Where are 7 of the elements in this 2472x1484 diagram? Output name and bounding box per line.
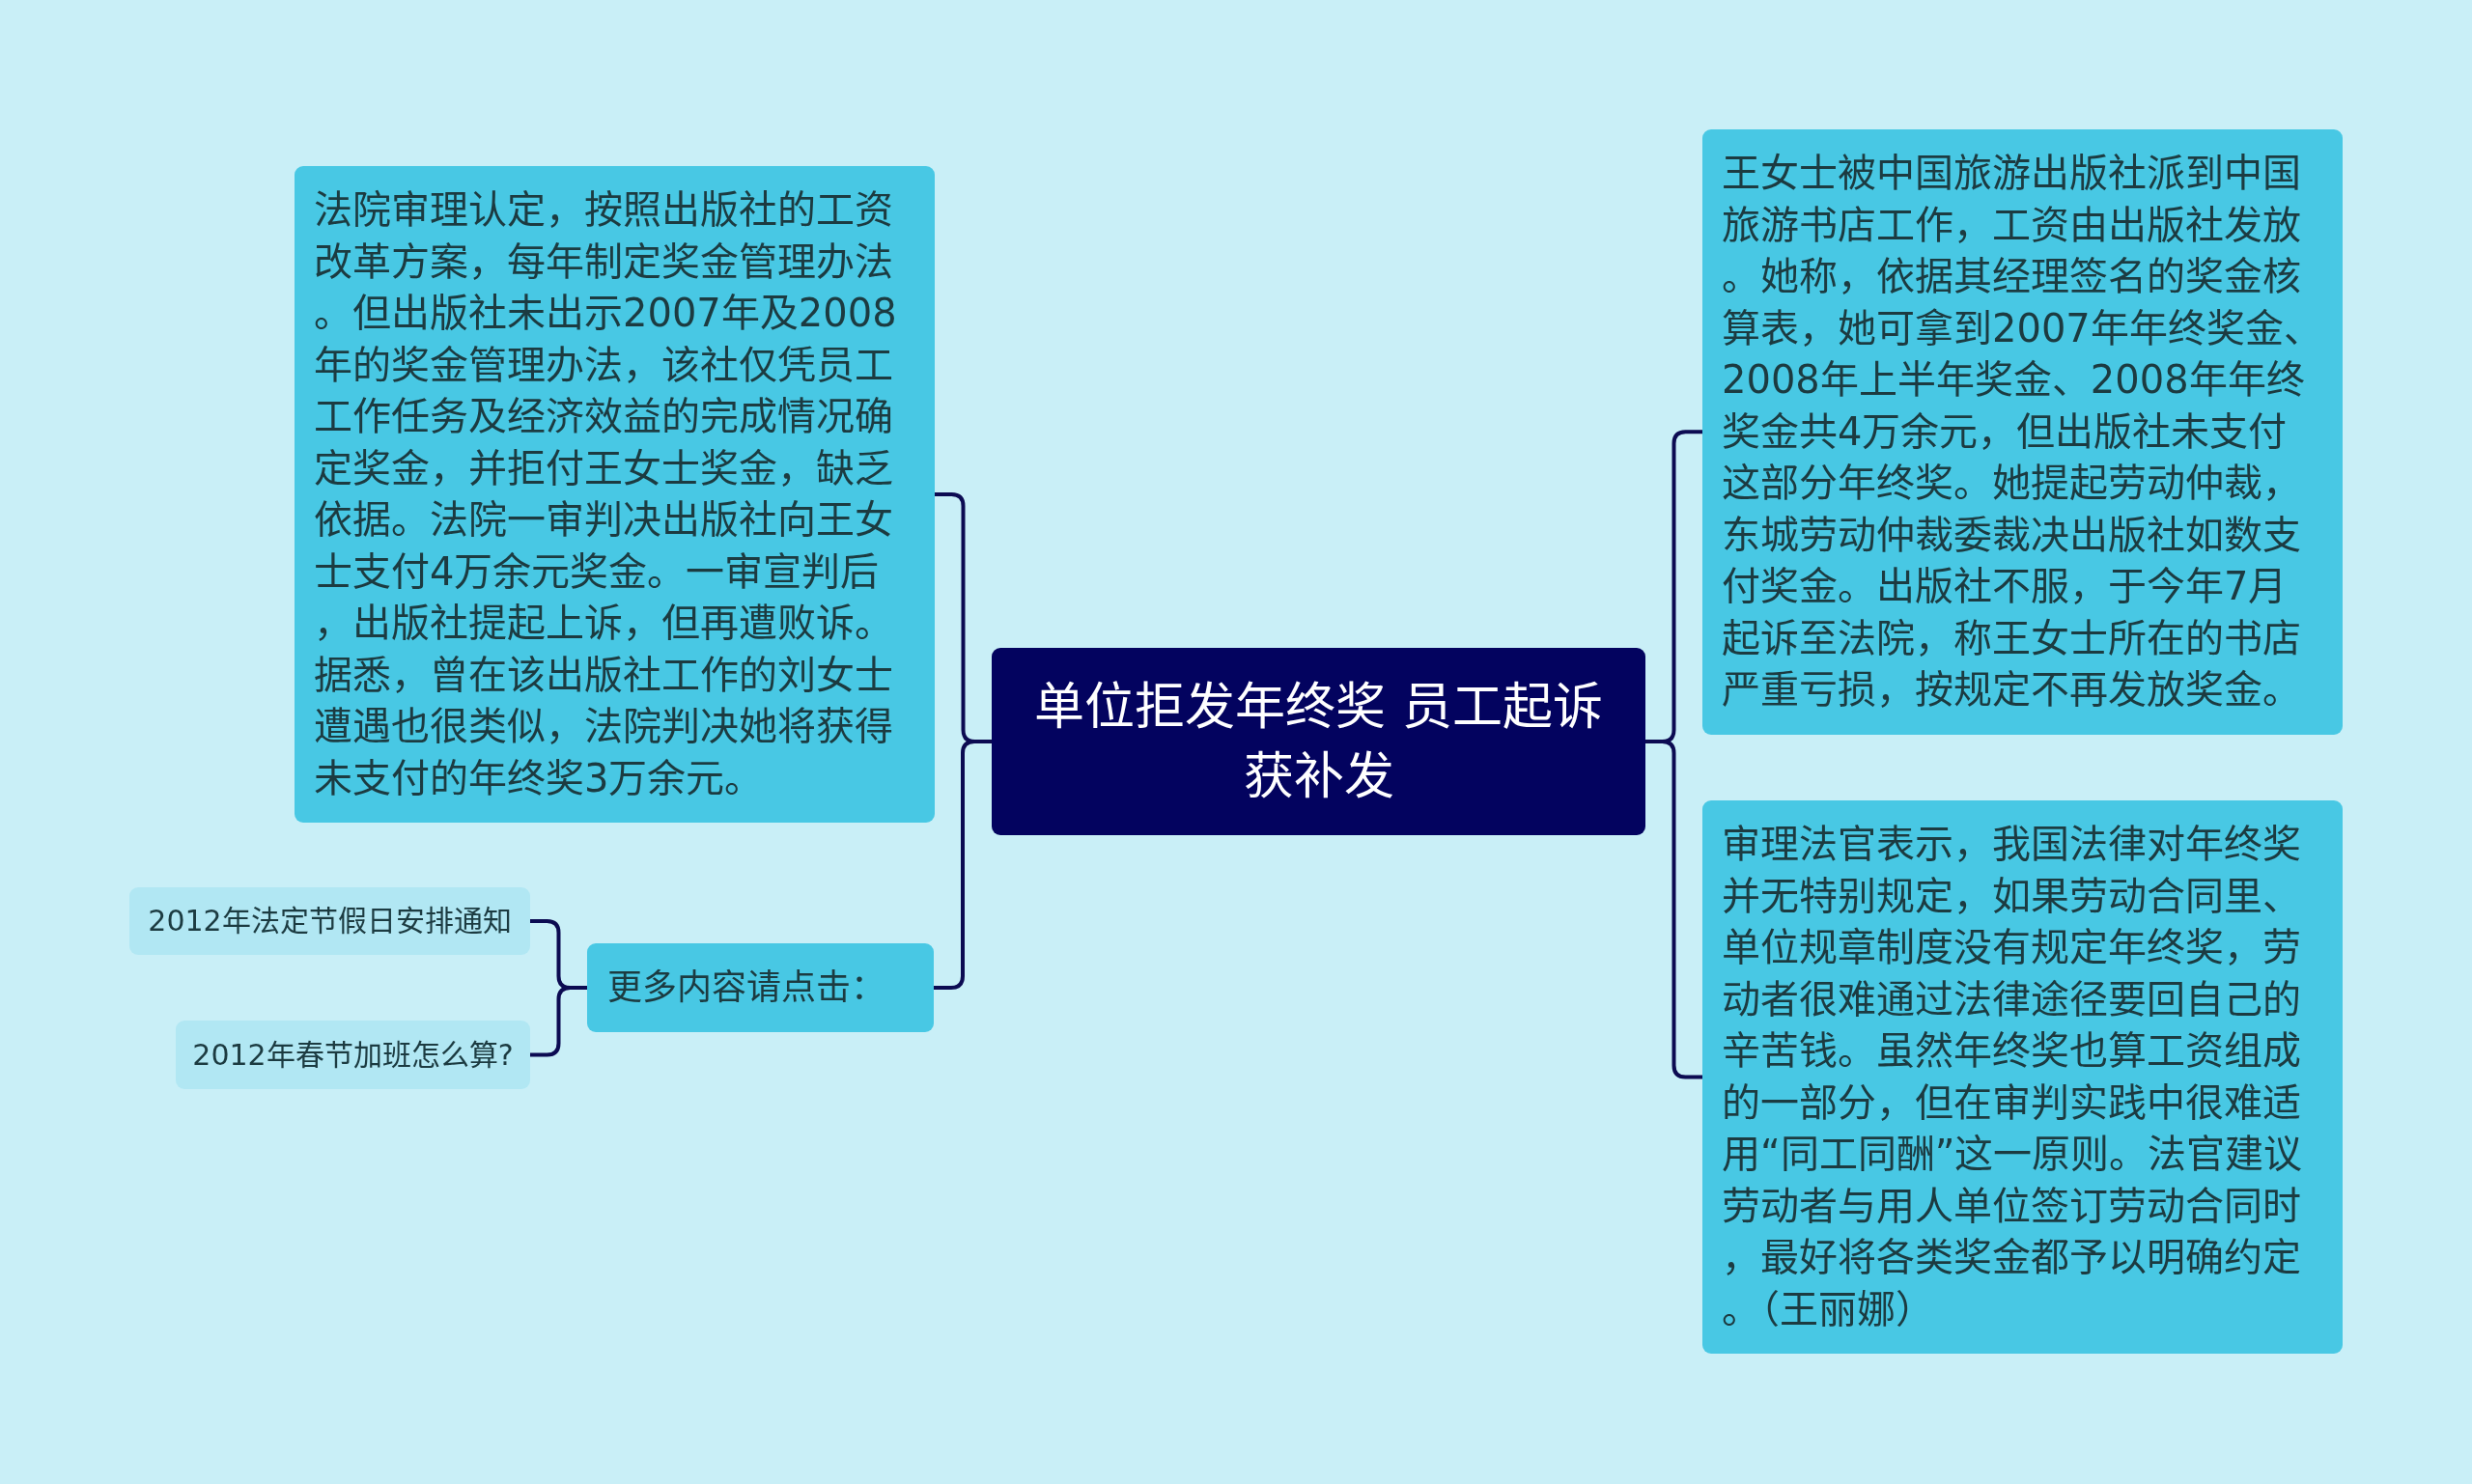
text-box: 法院审理认定，按照出版社的工资改革方案，每年制定奖金管理办法。但出版社未出示2007年及2008年的奖金管理办法，该社仅凭员工工作任务及经济效益的完成情况确定奖金，并拒付王女士奖金，缺乏依据。法院一审判决出版社向王女士支付4万余元奖金。一审宣判后，出版社提起上诉，但再遭败诉。据悉，曾在该出版社工作的刘女士遭遇也很类似，法院判决她将获得未支付的年终奖3万余元。 bbox=[295, 166, 935, 823]
subtopic-box: 2012年春节加班怎么算? bbox=[176, 1021, 530, 1089]
central-topic-box: 单位拒发年终奖 员工起诉获补发 bbox=[992, 648, 1645, 835]
subtopic-box: 更多内容请点击： bbox=[587, 943, 934, 1032]
text-box: 王女士被中国旅游出版社派到中国旅游书店工作，工资由出版社发放。她称，依据其经理签名的奖金核算表，她可拿到2007年年终奖金、2008年上半年奖金、2008年年终奖金共4万余元，但出版社未支付这部分年终奖。她提起劳动仲裁，东城劳动仲裁委裁决出版社如数支付奖金。出版社不服，于今年7月起诉至法院，称王女士所在的书店严重亏损，按规定不再发放奖金。 bbox=[1702, 129, 2343, 735]
text-box: 审理法官表示，我国法律对年终奖并无特别规定，如果劳动合同里、单位规章制度没有规定年终奖，劳动者很难通过法律途径要回自己的辛苦钱。虽然年终奖也算工资组成的一部分，但在审判实践中很难适用“同工同酬”这一原则。法官建议劳动者与用人单位签订劳动合同时，最好将各类奖金都予以明确约定。（王丽娜） bbox=[1702, 800, 2343, 1354]
subtopic-box: 2012年法定节假日安排通知 bbox=[129, 887, 530, 955]
